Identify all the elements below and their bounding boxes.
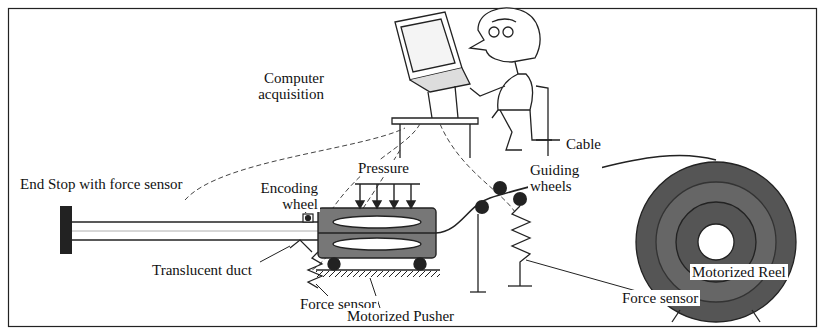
frame [9, 9, 817, 327]
end-stop [60, 206, 72, 254]
signal-wire [440, 124, 515, 212]
part-label: Force sensor [620, 290, 700, 306]
computer-label: Computer acquisition [232, 70, 326, 102]
encoding-wheel [290, 214, 313, 252]
part-label: Motorized Reel [690, 264, 788, 280]
motorized-pusher [316, 184, 440, 277]
part-label: Encoding wheel [246, 180, 320, 212]
part-label: Guiding wheels [528, 162, 602, 194]
part-label: End Stop with force sensor [18, 176, 184, 192]
part-label: Cable [564, 136, 603, 152]
part-label: Pressure [356, 160, 411, 176]
force-sensor-spring [308, 252, 322, 288]
part-label: Motorized Pusher [345, 308, 456, 324]
part-label: Translucent duct [150, 262, 254, 278]
translucent-duct [72, 222, 318, 240]
guiding-wheels [475, 181, 527, 214]
force-sensor-spring [470, 206, 532, 292]
computer [392, 12, 478, 158]
operator [470, 8, 560, 156]
